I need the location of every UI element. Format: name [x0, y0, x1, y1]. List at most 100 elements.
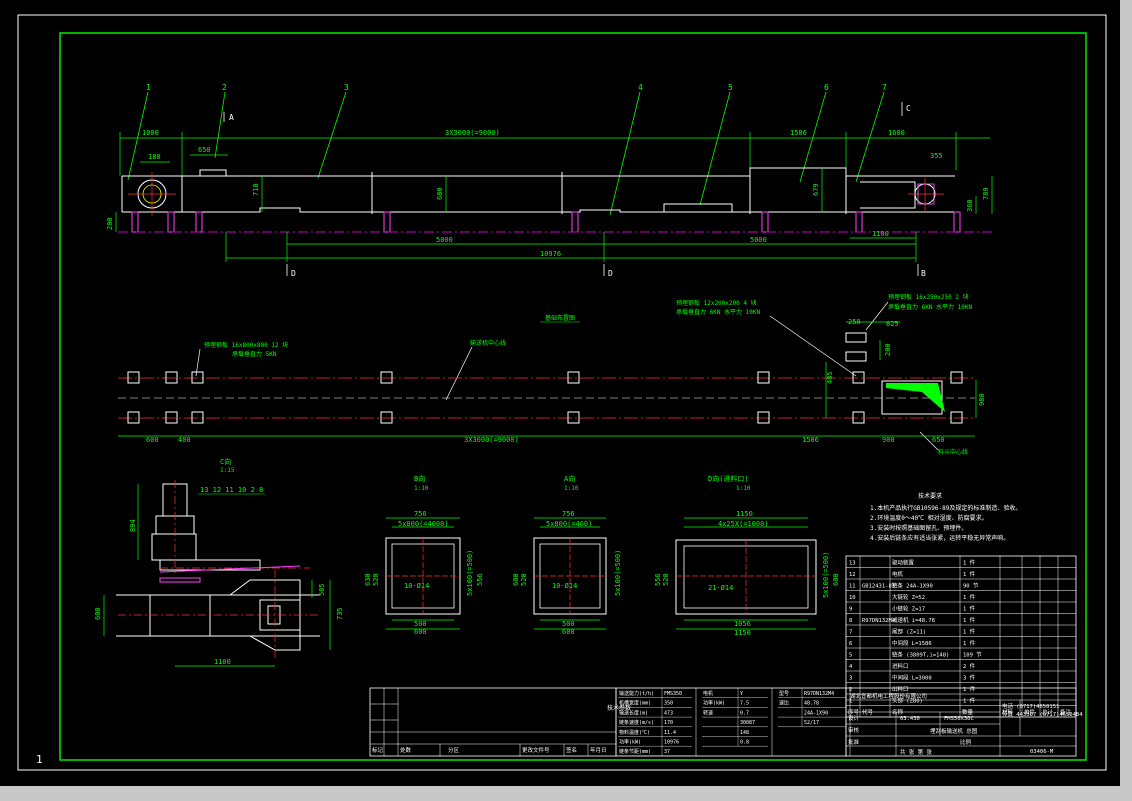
view-a-b1: 500: [562, 620, 575, 628]
section-view-b: B向 1:10 756 5x800(=4000) 630 520 556 5x1…: [364, 474, 484, 636]
callout-1: 1: [146, 83, 151, 92]
view-a-v2: 520: [520, 573, 528, 586]
spec-label: 输送能力(t/h): [619, 690, 654, 697]
spec-value: FMS350: [664, 691, 682, 697]
section-view-c: C向 1:15 13 12 11 10 2 8: [94, 457, 344, 667]
view-a-b2: 600: [562, 628, 575, 636]
dim-tail-h1: 360: [966, 199, 974, 212]
parts-cell: 3: [849, 676, 852, 682]
parts-cell: 10: [849, 595, 856, 601]
head-sprocket: [128, 172, 176, 216]
spec-value: 170: [664, 720, 673, 726]
parts-cell: 7: [849, 630, 852, 636]
plan-note-d: 输送机中心线: [470, 339, 506, 347]
tb-code: 03.430: [900, 716, 920, 722]
parts-cell: 1 件: [963, 559, 976, 567]
title-block: 标记 处数 分区 更改文件号 签名 年月日 技术参数 输送能力(t/h)FMS3…: [369, 687, 1083, 757]
callout-4: 4: [638, 83, 643, 92]
plan-dim-485: 485: [826, 371, 834, 384]
hopper-opening: [886, 383, 945, 412]
parts-header-cell: 总计: [1042, 708, 1054, 716]
spec-value: 7.5: [740, 701, 749, 707]
parts-cell: 减速机 i=48.78: [892, 616, 935, 624]
parts-cell: 1: [849, 699, 852, 705]
dim-tail-end: 1100: [872, 230, 889, 238]
callout-2: 2: [222, 83, 227, 92]
dim-left-bay: 1000: [142, 129, 159, 137]
parts-cell: 4: [849, 664, 853, 670]
parts-cell: 2 件: [963, 662, 976, 670]
parts-cell: 链条 24A-1X90: [892, 582, 933, 590]
parts-header-cell: 材料: [1002, 708, 1014, 716]
spec-rows: 输送能力(t/h)FMS350机槽宽度(mm)350输送长度(m)473链条速度…: [618, 688, 851, 757]
view-d-v1: 556: [654, 573, 662, 586]
parts-cell: 中间段 L=1586: [892, 639, 932, 647]
plan-dim-900: 900: [882, 436, 895, 444]
section-mark-d2: D: [608, 269, 613, 278]
dim-span-left: 5000: [436, 236, 453, 244]
spec-label: 功率(kW): [619, 739, 641, 746]
view-d-v3: 600: [832, 573, 840, 586]
plan-note-a2: 承载垂直力 6KN 水平力 10KN: [676, 308, 761, 316]
spec-value: 37: [664, 749, 670, 755]
parts-cell: 2: [849, 687, 852, 693]
view-b-title: B向: [414, 474, 425, 483]
parts-cell: 尾部 (Z=11): [892, 628, 926, 636]
dim-drive-bay: 650: [198, 146, 211, 154]
parts-cell: 12: [849, 572, 856, 578]
plan-dim-650: 650: [932, 436, 945, 444]
tb-sheet: 共 张 第 张: [900, 748, 932, 756]
spec-label: 电机: [703, 690, 713, 697]
dim-overall-span: 3X3000(=9000): [445, 129, 500, 137]
spec-label: 转速: [703, 709, 713, 716]
view-b-b1: 500: [414, 620, 427, 628]
dim-total: 10976: [540, 250, 561, 258]
spec-label: 型号: [779, 690, 789, 697]
view-c-d5: 1100: [214, 658, 231, 666]
parts-cell: 小链轮 Z=17: [892, 605, 925, 613]
plan-note-a: 预埋钢板 12x200x200 4 块: [676, 299, 757, 307]
spec-value: 0.7: [740, 710, 749, 716]
parts-cell: 进料口: [892, 662, 909, 670]
plan-note-e: 料斗中心线: [938, 448, 968, 456]
tb-phone2: 传真 443307 (0717)4650484: [1002, 710, 1083, 718]
view-b-v4: 5x100(=500): [466, 550, 474, 596]
parts-cell: 1 件: [963, 570, 976, 578]
tb-product: FMS50X30C: [944, 716, 974, 722]
spec-value: 48.78: [804, 701, 819, 707]
plan-note-b2: 承载垂直力 6KN 水平力 10KN: [888, 303, 973, 311]
parts-cell: 11: [849, 584, 856, 590]
parts-cell: 5: [849, 653, 852, 659]
spec-heading: 技术参数: [607, 704, 631, 712]
view-c-d4: 600: [94, 607, 102, 620]
plan-dim-600: 600: [146, 436, 159, 444]
spec-label: 速比: [779, 700, 789, 707]
section-mark-c: C: [906, 104, 911, 113]
spec-label: 功率(kW): [703, 700, 725, 707]
rev-col-6: 年月日: [590, 746, 607, 754]
plan-dim-400: 400: [178, 436, 191, 444]
plan-note-b: 预埋钢板 16x250x250 2 块: [888, 293, 969, 301]
view-d-hole: 21-Ø14: [708, 584, 733, 592]
rev-col-2: 处数: [400, 746, 412, 754]
spec-value: 11.4: [664, 730, 676, 736]
view-a-hole: 10-Ø14: [552, 582, 577, 590]
view-b-scale: 1:10: [414, 485, 429, 492]
parts-cell: 1 件: [963, 628, 976, 636]
parts-cell: 6: [849, 641, 852, 647]
parts-cell: 1 件: [963, 685, 976, 693]
view-b-top2: 5x800(=4000): [398, 520, 449, 528]
notes-line-1: 1.本机产品执行GB10596-89及规定的标准制造、验收。: [870, 504, 1021, 512]
view-a-top2: 5x800(=400): [546, 520, 592, 528]
parts-cell: 109 节: [963, 651, 982, 659]
parts-cell: 中间段 L=3000: [892, 674, 932, 682]
plan-dim-825: 825: [886, 320, 899, 328]
tb-approve: 批准: [848, 738, 860, 746]
parts-cell: 电机: [892, 570, 904, 578]
tb-scale: 比例: [960, 738, 972, 746]
view-b-v2: 520: [372, 573, 380, 586]
view-a-title: A向: [564, 474, 575, 483]
technical-requirements: 技术要求 1.本机产品执行GB10596-89及规定的标准制造、验收。 2.环境…: [870, 492, 1021, 542]
